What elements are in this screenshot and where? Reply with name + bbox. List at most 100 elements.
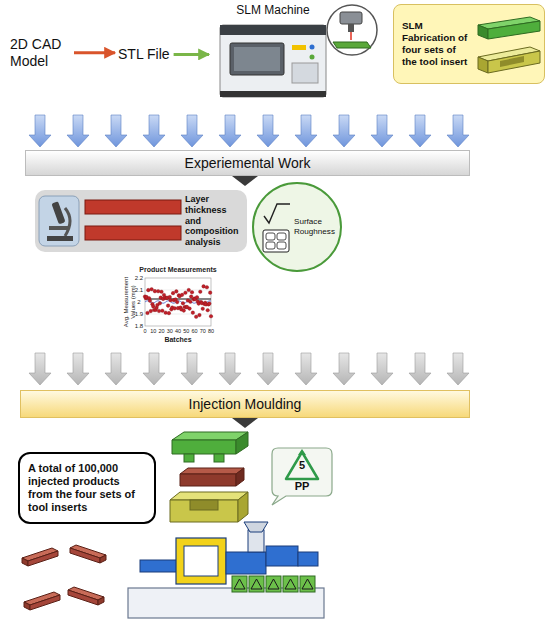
- data-point: [201, 307, 205, 311]
- control-box: [232, 576, 247, 592]
- data-point: [184, 305, 188, 309]
- injected-part: [236, 432, 248, 454]
- flow-arrows: [257, 115, 279, 147]
- control-box: [285, 579, 296, 589]
- control-box: [249, 576, 264, 592]
- analysis-box-art: [49, 226, 69, 230]
- moulded-products: [30, 595, 60, 610]
- data-point: [187, 288, 191, 292]
- machine-figure-art: [292, 63, 318, 83]
- injection-machine: [266, 546, 298, 566]
- data-point: [208, 291, 212, 295]
- recycle-bubble-art: [298, 449, 306, 455]
- data-point: [207, 303, 211, 307]
- node-text: SLM Machine: [236, 3, 309, 17]
- flow-arrows: [29, 115, 51, 147]
- tick-label: 60: [191, 328, 197, 334]
- data-point: [173, 307, 177, 311]
- data-point: [151, 305, 155, 309]
- data-point: [164, 311, 168, 315]
- analysis-box: Layer thickness and composition analysis: [35, 190, 247, 252]
- injection-machine: [226, 552, 266, 574]
- tick-label: 2.1: [135, 287, 143, 294]
- data-point: [198, 313, 202, 317]
- moulded-products: [70, 545, 106, 563]
- injected-part: [236, 468, 244, 486]
- stage-band: Injection Moulding: [20, 390, 470, 418]
- data-point: [205, 285, 209, 289]
- laser-inset: [350, 32, 352, 40]
- flow-arrows: [295, 115, 317, 147]
- flow-arrows: [105, 353, 127, 385]
- data-point: [195, 295, 199, 299]
- process-label: STL File: [118, 46, 170, 63]
- summary-box: A total of 100,000 injected products fro…: [18, 452, 156, 524]
- node-text: 5: [299, 458, 305, 472]
- injected-part: [170, 492, 248, 500]
- data-point: [189, 300, 193, 304]
- flow-arrows: [29, 115, 469, 147]
- flow-arrows: [143, 353, 165, 385]
- injected-part: [170, 500, 238, 522]
- node-text: Layer thickness and composition analysis: [185, 194, 243, 248]
- data-point: [146, 311, 150, 315]
- flow-arrows: [181, 115, 203, 147]
- data-point: [208, 302, 212, 306]
- fabrication-box-art: [488, 21, 540, 39]
- tick-label: 1.9: [135, 311, 143, 318]
- tick-label: 2.2: [135, 275, 143, 282]
- data-point: [165, 296, 169, 300]
- flow-arrows: [181, 353, 203, 385]
- tick-label: 0: [143, 328, 146, 334]
- injection-machine: [140, 560, 180, 572]
- data-point: [191, 311, 195, 315]
- machine-figure-art: [212, 3, 334, 103]
- flow-arrows: [219, 115, 241, 147]
- analysis-box-art: [47, 236, 73, 241]
- control-box: [283, 576, 298, 592]
- flow-arrows: [333, 115, 355, 147]
- tick-label: 70: [200, 328, 206, 334]
- injection-machine: [298, 552, 318, 566]
- data-point: [147, 288, 151, 292]
- control-box: [268, 579, 279, 589]
- flow-arrows: [67, 353, 89, 385]
- laser-inset: [333, 42, 371, 48]
- injected-part: [180, 468, 244, 474]
- injection-machine: [128, 522, 324, 618]
- machine-figure-art: [292, 45, 306, 50]
- fabrication-box-art: [478, 25, 488, 39]
- recycle-bubble-art: [286, 452, 318, 479]
- data-point: [175, 300, 179, 304]
- data-point: [157, 309, 161, 313]
- flow-arrows: [447, 115, 469, 147]
- injected-part: [184, 454, 194, 462]
- flow-arrows: [295, 353, 317, 385]
- node-text: STL File: [118, 46, 170, 63]
- flow-arrows: [29, 353, 469, 385]
- machine-figure-art: [220, 25, 326, 97]
- control-box: [302, 579, 313, 589]
- analysis-box-art: [51, 201, 65, 224]
- node-text: 2D CAD Model: [10, 36, 70, 70]
- roughness-circle-art: [277, 233, 286, 240]
- tick-label: 30: [167, 328, 173, 334]
- tick-label: 80: [208, 328, 214, 334]
- data-point: [194, 315, 198, 319]
- moulded-products: [22, 558, 28, 566]
- node-text: Experiemental Work: [185, 155, 311, 172]
- flow-arrows: [105, 115, 127, 147]
- analysis-box-art: [39, 196, 79, 246]
- roughness-circle-art: [266, 233, 275, 240]
- moulded-products: [100, 555, 106, 563]
- data-point: [166, 304, 170, 308]
- data-point: [182, 309, 186, 313]
- injection-machine: [184, 546, 218, 576]
- roughness-circle-art: [266, 242, 275, 249]
- tick-label: 50: [183, 328, 189, 334]
- injected-part: [172, 440, 236, 454]
- node-text: SLM Fabrication of four sets of the tool…: [402, 20, 472, 68]
- laser-inset: [327, 5, 377, 55]
- data-point: [143, 285, 213, 319]
